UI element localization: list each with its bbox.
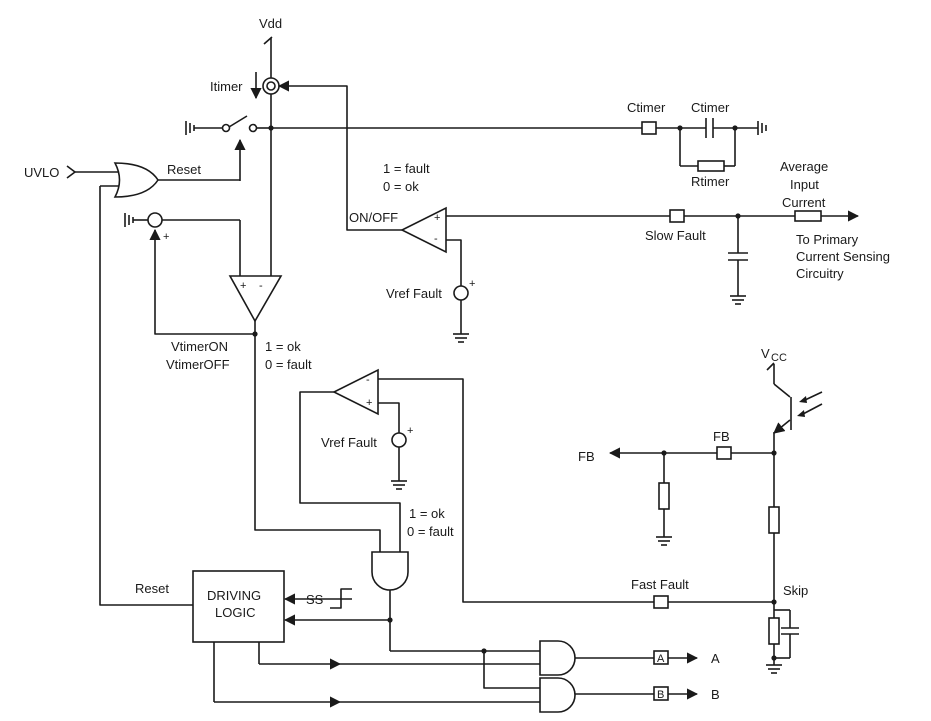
uvlo-label: UVLO	[24, 165, 59, 180]
fast-fault-wire	[378, 378, 654, 603]
fast-fault-comparator: - +	[332, 368, 379, 416]
ctimer-cap-label: Ctimer	[691, 100, 730, 115]
vref-fault-mid-label: Vref Fault	[321, 435, 377, 450]
uvlo-input: UVLO	[24, 165, 118, 180]
to-primary-line3: Circuitry	[796, 266, 844, 281]
skip-label: Skip	[783, 583, 808, 598]
svg-text:A: A	[657, 653, 665, 665]
on-off-control-wire	[277, 80, 402, 231]
svg-text:-: -	[366, 374, 370, 386]
svg-text:-: -	[259, 280, 263, 292]
ctimer-network: Ctimer Ctimer Rtimer	[271, 100, 767, 189]
output-and-gate-b: B B	[539, 677, 720, 713]
fb-output-label: FB	[578, 449, 595, 464]
vtimer-comparator: + -	[228, 275, 283, 323]
svg-text:+: +	[434, 212, 440, 224]
vdd-supply: Vdd	[259, 16, 282, 70]
driving-logic-block: DRIVING LOGIC	[192, 570, 285, 643]
slow-fault-comparator: + -	[400, 206, 447, 254]
ok-state-line1: 1 = ok	[265, 339, 301, 354]
average-current-line2: Input	[790, 177, 819, 192]
svg-text:+: +	[240, 280, 246, 292]
skip-rc-network	[766, 609, 799, 674]
to-primary-line1: To Primary	[796, 232, 859, 247]
vcc-sub-label: CC	[771, 352, 787, 364]
ctimer-pin	[641, 121, 657, 135]
on-off-label: ON/OFF	[349, 210, 398, 225]
fast-fault-label: Fast Fault	[631, 577, 689, 592]
svg-text:-: -	[434, 233, 438, 245]
vtimer-off-label: VtimerOFF	[166, 357, 230, 372]
fb-pulldown-resistor	[656, 453, 672, 546]
fb-pin-label: FB	[713, 429, 730, 444]
reset-top-label: Reset	[167, 162, 201, 177]
output-a-label: A	[711, 651, 720, 666]
vcc-label: V	[761, 346, 770, 361]
svg-text:+: +	[469, 278, 475, 290]
slow-fault-input: Slow Fault Average Input Current To Prim…	[446, 159, 890, 305]
driving-logic-line1: DRIVING	[207, 588, 261, 603]
rtimer-resistor	[697, 160, 725, 172]
average-current-resistor	[794, 210, 822, 222]
to-primary-line2: Current Sensing	[796, 249, 890, 264]
opto-transistor	[773, 391, 823, 434]
svg-text:+: +	[366, 397, 372, 409]
reset-feedback-wire	[99, 186, 193, 606]
svg-text:B: B	[657, 689, 664, 701]
rtimer-label: Rtimer	[691, 174, 730, 189]
vref-fault-source-mid: + Vref Fault	[321, 402, 413, 490]
vtimer-reference: +	[124, 212, 241, 276]
vref-fault-source-top: + Vref Fault	[386, 239, 475, 343]
fb-pin	[716, 446, 732, 460]
fault-and-gate	[283, 551, 409, 651]
svg-text:+: +	[407, 425, 413, 437]
ss-label: SS	[306, 592, 324, 607]
slow-fault-pin	[669, 209, 685, 223]
driving-logic-line2: LOGIC	[215, 605, 255, 620]
soft-start-input: SS	[283, 588, 352, 609]
timer-reset-switch	[185, 115, 271, 181]
average-current-line3: Current	[782, 195, 826, 210]
skip-series-resistor	[768, 506, 780, 534]
average-current-line1: Average	[780, 159, 828, 174]
ok-state-line4: 0 = fault	[407, 524, 454, 539]
fault-state-line2: 0 = ok	[383, 179, 419, 194]
vdd-label: Vdd	[259, 16, 282, 31]
ok-state-line2: 0 = fault	[265, 357, 312, 372]
itimer-label: Itimer	[210, 79, 243, 94]
output-b-label: B	[711, 687, 720, 702]
ok-state-line3: 1 = ok	[409, 506, 445, 521]
slow-fault-label: Slow Fault	[645, 228, 706, 243]
itimer-current-source: Itimer	[210, 70, 280, 100]
vref-fault-top-label: Vref Fault	[386, 286, 442, 301]
vtimer-on-label: VtimerON	[171, 339, 228, 354]
reset-or-gate: Reset	[100, 162, 240, 198]
ctimer-pin-label: Ctimer	[627, 100, 666, 115]
fault-state-line1: 1 = fault	[383, 161, 430, 176]
reset-bottom-label: Reset	[135, 581, 169, 596]
fast-fault-pin	[653, 595, 669, 609]
vtimer-ref-plus: +	[163, 231, 169, 243]
output-and-gate-a: A A	[539, 640, 720, 676]
vcc-supply: V CC	[761, 346, 791, 398]
